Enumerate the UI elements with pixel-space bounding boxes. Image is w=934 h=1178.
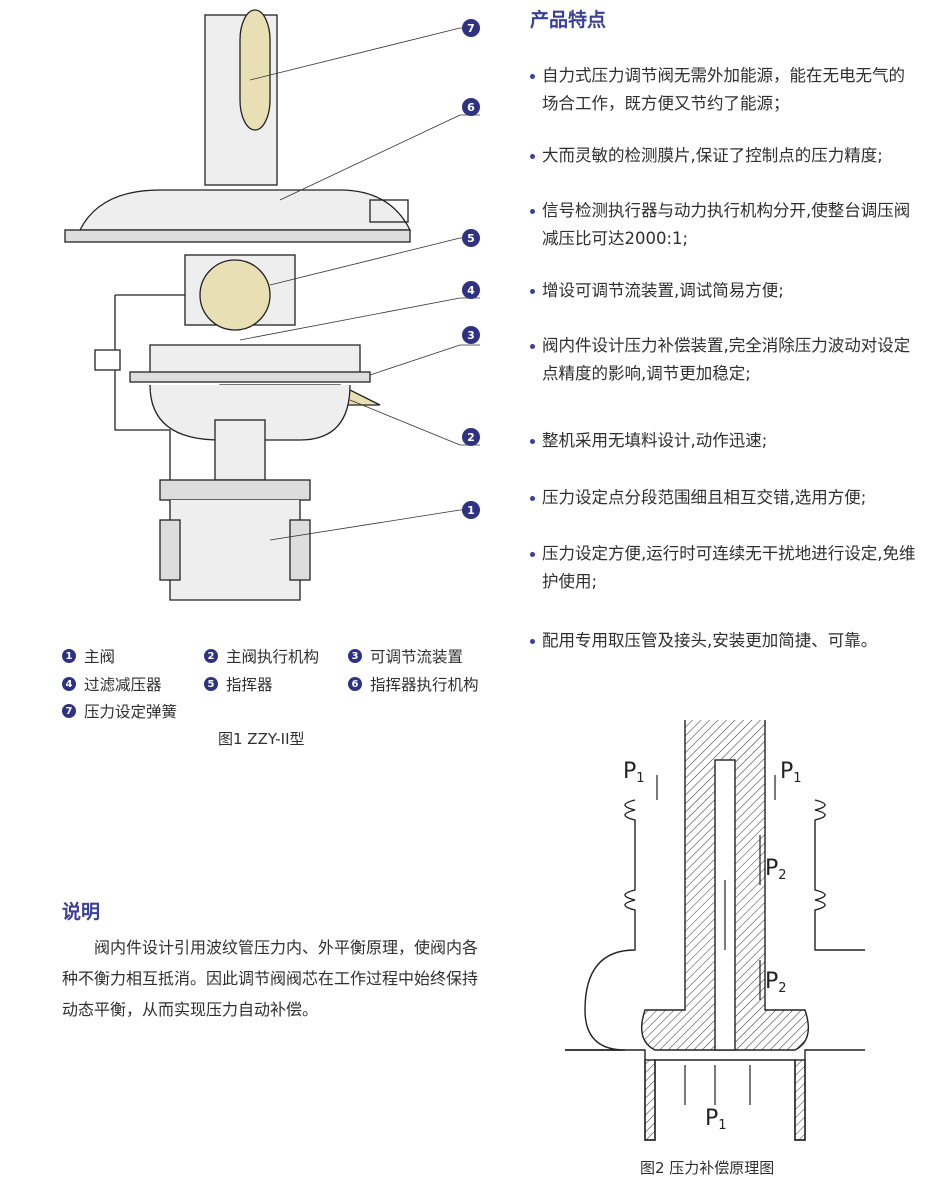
legend-label: 指挥器执行机构 — [370, 676, 479, 694]
valve-drawing-zzy-ii: 7 6 5 4 3 2 1 — [64, 9, 480, 601]
description-text: 阀内件设计引用波纹管压力内、外平衡原理，使阀内各种不衡力相互抵消。因此调节阀阀芯… — [62, 938, 479, 1019]
feature-item: 压力设定方便,运行时可连续无干扰地进行设定,免维护使用; — [530, 540, 920, 596]
legend-label: 主阀 — [84, 648, 116, 666]
legend-label: 指挥器 — [226, 676, 273, 694]
svg-text:P1: P1 — [623, 759, 645, 786]
pressure-compensation-diagram: P1 P1 P2 P2 P1 — [565, 720, 865, 1141]
feature-item: 压力设定点分段范围细且相互交错,选用方便; — [530, 484, 920, 512]
callout-1: 1 — [467, 504, 475, 517]
legend-number: 5 — [204, 677, 218, 691]
legend-number: 2 — [204, 649, 218, 663]
feature-item: 信号检测执行器与动力执行机构分开,使整台调压阀减压比可达2000:1; — [530, 197, 920, 253]
svg-text:P1: P1 — [780, 759, 802, 786]
svg-text:P1: P1 — [705, 1106, 727, 1133]
callout-2: 2 — [467, 431, 475, 444]
description-title: 说明 — [62, 901, 101, 923]
feature-item: 整机采用无填料设计,动作迅速; — [530, 427, 920, 455]
figure2-caption: 图2 压力补偿原理图 — [640, 1159, 775, 1177]
svg-text:P2: P2 — [765, 969, 787, 996]
callout-4: 4 — [467, 284, 475, 297]
svg-text:P2: P2 — [765, 856, 787, 883]
feature-item: 自力式压力调节阀无需外加能源，能在无电无气的场合工作，既方便又节约了能源； — [530, 62, 920, 118]
callout-5: 5 — [467, 232, 475, 245]
feature-item: 大而灵敏的检测膜片,保证了控制点的压力精度; — [530, 142, 920, 170]
feature-item: 配用专用取压管及接头,安装更加简捷、可靠。 — [530, 627, 920, 655]
feature-item: 增设可调节流装置,调试简易方便; — [530, 277, 920, 305]
legend-number: 1 — [62, 649, 76, 663]
legend-label: 主阀执行机构 — [226, 648, 320, 666]
legend-number: 7 — [62, 704, 76, 718]
legend-label: 过滤减压器 — [84, 676, 162, 694]
features-title: 产品特点 — [530, 9, 607, 31]
callout-3: 3 — [467, 329, 475, 342]
callout-7: 7 — [467, 22, 475, 35]
legend-label: 可调节流装置 — [370, 648, 464, 666]
legend-number: 3 — [348, 649, 362, 663]
legend-number: 4 — [62, 677, 76, 691]
legend-label: 压力设定弹簧 — [84, 703, 178, 721]
legend-number: 6 — [348, 677, 362, 691]
feature-item: 阀内件设计压力补偿装置,完全消除压力波动对设定点精度的影响,调节更加稳定; — [530, 332, 920, 388]
figure1-caption: 图1 ZZY-II型 — [218, 730, 305, 748]
callout-6: 6 — [467, 101, 475, 114]
